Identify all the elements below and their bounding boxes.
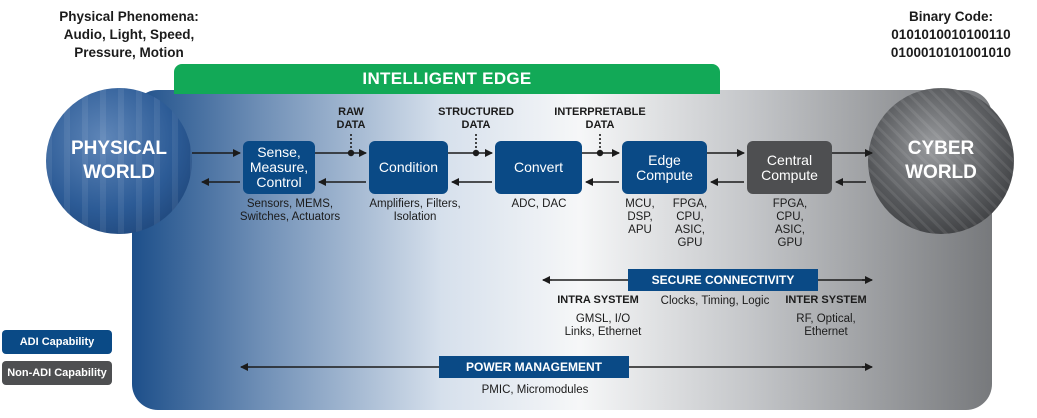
interpretable-data-dot — [596, 149, 604, 157]
inter-desc1: RF, Optical, — [796, 313, 856, 325]
intra-desc1: GMSL, I/O — [575, 313, 631, 325]
central-compute-col: FPGA, CPU, ASIC, GPU — [768, 198, 812, 250]
binary-code-text: Binary Code: 0101010010100110 0100010101… — [876, 8, 1026, 62]
cyber-world-line1: CYBER — [907, 138, 975, 159]
edge-compute-block: Edge Compute — [622, 141, 707, 194]
clocks-timing-logic-text: Clocks, Timing, Logic — [660, 295, 770, 307]
central-compute-line1: Central — [766, 151, 813, 168]
structured-data-label: STRUCTURED DATA — [426, 106, 526, 132]
condition-desc1: Amplifiers, Filters, — [369, 198, 461, 210]
secure-connectivity-bar: SECURE CONNECTIVITY — [628, 269, 818, 291]
sense-line2: Measure, — [249, 159, 309, 175]
sense-description: Sensors, MEMS, Switches, Actuators — [226, 198, 354, 224]
condition-label: Condition — [378, 159, 439, 175]
edge-col1-item: APU — [628, 224, 652, 236]
condition-desc2: Isolation — [393, 211, 437, 223]
inter-desc2: Ethernet — [804, 326, 848, 338]
raw-data-line2: DATA — [336, 119, 366, 131]
raw-data-line1: RAW — [338, 106, 364, 118]
intelligent-edge-banner: INTELLIGENT EDGE — [174, 64, 720, 94]
physical-world-line2: WORLD — [83, 162, 155, 183]
sense-measure-control-block: Sense, Measure, Control — [243, 141, 315, 194]
edge-col1-item: MCU, — [625, 198, 655, 210]
interpretable-data-line1: INTERPRETABLE — [554, 106, 646, 118]
physical-world-globe: PHYSICAL WORLD — [46, 88, 192, 234]
structured-data-line2: DATA — [461, 119, 491, 131]
legend-non-adi-capability: Non-ADI Capability — [2, 361, 112, 385]
central-col-item: FPGA, — [772, 198, 808, 210]
convert-block: Convert — [495, 141, 582, 194]
interpretable-data-line2: DATA — [585, 119, 615, 131]
physical-phenomena-text: Physical Phenomena: Audio, Light, Speed,… — [40, 8, 218, 62]
edge-col2-item: GPU — [677, 237, 703, 249]
central-compute-block: Central Compute — [747, 141, 832, 194]
inter-system-description: RF, Optical, Ethernet — [776, 313, 876, 339]
physical-world-line1: PHYSICAL — [70, 138, 168, 159]
edge-col2-item: CPU, — [676, 211, 704, 223]
legend-adi-capability: ADI Capability — [2, 330, 112, 354]
condition-block: Condition — [369, 141, 448, 194]
cyber-world-line2: WORLD — [905, 162, 977, 183]
physical-phenomena-title: Physical Phenomena: — [59, 9, 199, 24]
interpretable-data-label: INTERPRETABLE DATA — [545, 106, 655, 132]
edge-col2-item: ASIC, — [674, 224, 706, 236]
convert-desc1: ADC, DAC — [511, 198, 567, 210]
convert-label: Convert — [513, 159, 564, 175]
edge-compute-line2: Compute — [636, 166, 693, 183]
edge-compute-line1: Edge — [648, 151, 681, 168]
structured-data-dot — [472, 149, 480, 157]
sense-line3: Control — [256, 174, 302, 190]
convert-description: ADC, DAC — [494, 198, 584, 211]
edge-compute-col2: FPGA, CPU, ASIC, GPU — [668, 198, 712, 250]
physical-phenomena-line3: Pressure, Motion — [74, 45, 184, 60]
power-management-bar: POWER MANAGEMENT — [439, 356, 629, 378]
central-col-item: ASIC, — [774, 224, 806, 236]
binary-code-line2: 0101010010100110 — [891, 27, 1011, 42]
central-compute-line2: Compute — [761, 166, 818, 183]
inter-system-title: INTER SYSTEM — [785, 294, 867, 306]
binary-code-line3: 0100010101001010 — [890, 45, 1012, 60]
power-management-description: PMIC, Micromodules — [481, 384, 589, 396]
sense-line1: Sense, — [257, 144, 301, 160]
edge-col2-item: FPGA, — [672, 198, 708, 210]
structured-data-line1: STRUCTURED — [438, 106, 514, 118]
intra-desc2: Links, Ethernet — [564, 326, 642, 338]
sense-desc2: Switches, Actuators — [239, 211, 341, 223]
binary-code-title: Binary Code: — [908, 9, 993, 24]
intra-system-title: INTRA SYSTEM — [557, 294, 639, 306]
intra-system-description: GMSL, I/O Links, Ethernet — [551, 313, 655, 339]
sense-desc1: Sensors, MEMS, — [246, 198, 334, 210]
raw-data-dot — [347, 149, 355, 157]
edge-col1-item: DSP, — [627, 211, 653, 223]
edge-compute-col1: MCU, DSP, APU — [620, 198, 660, 237]
central-col-item: GPU — [777, 237, 803, 249]
physical-phenomena-line2: Audio, Light, Speed, — [63, 27, 195, 42]
central-col-item: CPU, — [776, 211, 804, 223]
cyber-world-globe: CYBER WORLD — [868, 88, 1014, 234]
condition-description: Amplifiers, Filters, Isolation — [356, 198, 474, 224]
raw-data-label: RAW DATA — [321, 106, 381, 132]
